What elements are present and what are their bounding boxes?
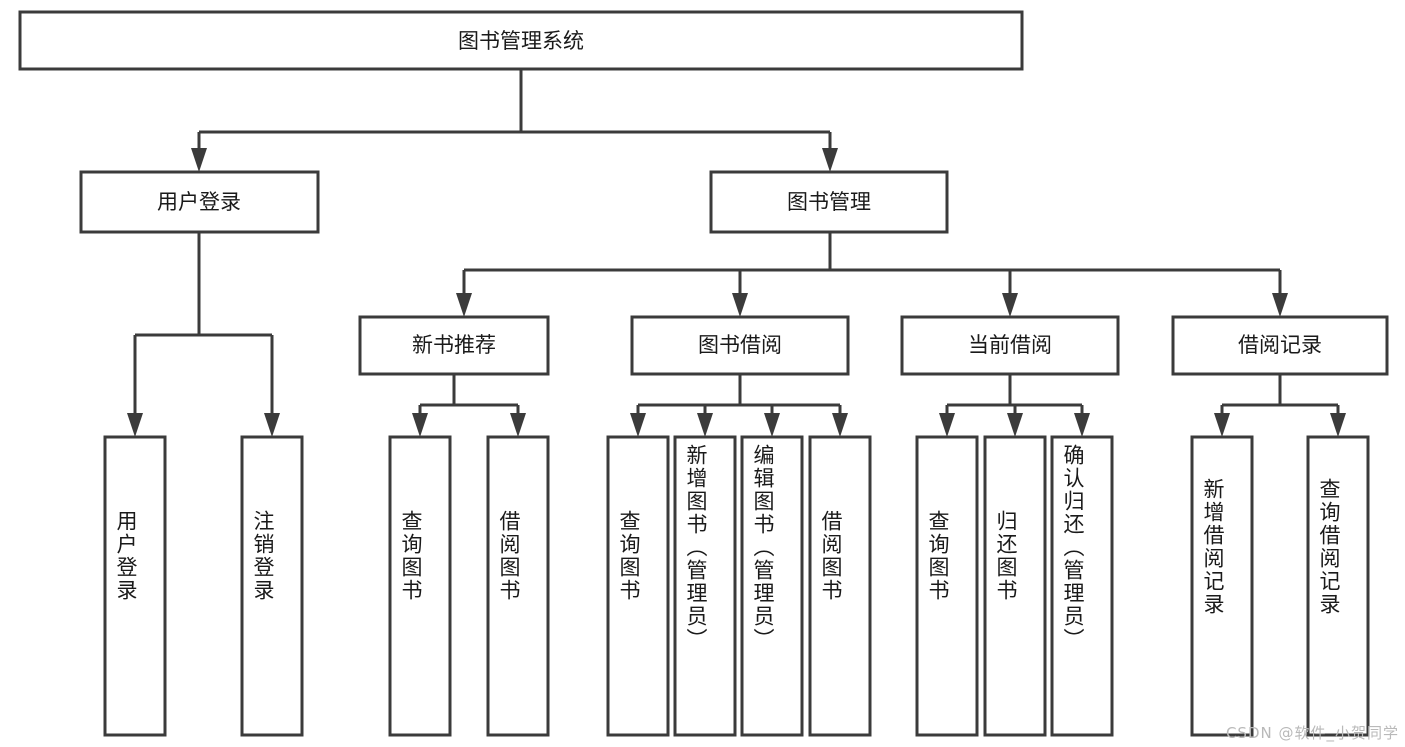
arrowhead-cb-leaf-1 xyxy=(939,413,955,437)
connector-group-user-login xyxy=(127,232,280,437)
leaf-box-cb-confirm-return[interactable] xyxy=(1050,435,1114,737)
connector-group-book-borrow xyxy=(630,374,848,437)
arrowhead-record xyxy=(1272,293,1288,317)
arrowhead-bookmgmt xyxy=(822,148,838,172)
arrowhead-bb-leaf-3 xyxy=(764,413,780,437)
arrowhead-bb-leaf-2 xyxy=(697,413,713,437)
watermark-text: CSDN @软件_小贺同学 xyxy=(1225,724,1399,742)
node-box-book-management[interactable] xyxy=(709,170,949,234)
node-box-current-borrow[interactable] xyxy=(900,315,1120,376)
arrowhead-login-leaf-1 xyxy=(127,413,143,437)
node-label-book-management: 图书管理 xyxy=(787,190,871,214)
arrowhead-bb-leaf-4 xyxy=(832,413,848,437)
leaf-box-nb-borrow-book[interactable] xyxy=(486,435,550,737)
arrowhead-borrow xyxy=(732,293,748,317)
node-box-borrow-record[interactable] xyxy=(1171,315,1389,376)
leaf-box-cb-return-book[interactable] xyxy=(983,435,1047,737)
leaf-box-nb-query-book[interactable] xyxy=(388,435,452,737)
arrowhead-login-leaf-2 xyxy=(264,413,280,437)
arrowhead-nb-leaf-2 xyxy=(510,413,526,437)
arrowhead-br-leaf-1 xyxy=(1214,413,1230,437)
leaf-box-bb-borrow-book[interactable] xyxy=(808,435,872,737)
node-label-current-borrow: 当前借阅 xyxy=(968,333,1052,357)
connector-group-root xyxy=(191,69,838,172)
leaf-box-bb-add-book[interactable] xyxy=(673,435,737,737)
leaf-box-cb-query-book[interactable] xyxy=(915,435,979,737)
arrowhead-br-leaf-2 xyxy=(1330,413,1346,437)
connector-group-current-borrow xyxy=(939,374,1090,437)
arrowhead-newbook xyxy=(456,293,472,317)
leaf-box-logout[interactable] xyxy=(240,435,304,737)
node-label-root: 图书管理系统 xyxy=(458,29,584,53)
leaf-box-user-login[interactable] xyxy=(103,435,167,737)
node-label-book-borrow: 图书借阅 xyxy=(698,333,782,357)
node-label-borrow-record: 借阅记录 xyxy=(1238,333,1322,357)
leaf-box-br-query-record[interactable] xyxy=(1306,435,1370,737)
arrowhead-cb-leaf-2 xyxy=(1007,413,1023,437)
connector-group-new-book xyxy=(412,374,526,437)
arrowhead-login xyxy=(191,148,207,172)
connector-group-book-management xyxy=(456,232,1288,317)
node-box-book-borrow[interactable] xyxy=(630,315,850,376)
leaf-box-bb-edit-book[interactable] xyxy=(740,435,804,737)
leaf-box-br-add-record[interactable] xyxy=(1190,435,1254,737)
connector-group-borrow-record xyxy=(1214,374,1346,437)
arrowhead-bb-leaf-1 xyxy=(630,413,646,437)
arrowhead-current xyxy=(1002,293,1018,317)
arrowhead-nb-leaf-1 xyxy=(412,413,428,437)
node-label-new-book-recommend: 新书推荐 xyxy=(412,333,496,357)
node-box-root[interactable] xyxy=(18,10,1024,71)
node-label-user-login: 用户登录 xyxy=(157,190,241,214)
node-box-new-book-recommend[interactable] xyxy=(358,315,550,376)
arrowhead-cb-leaf-3 xyxy=(1074,413,1090,437)
node-box-user-login[interactable] xyxy=(79,170,320,234)
leaf-box-bb-query-book[interactable] xyxy=(606,435,670,737)
